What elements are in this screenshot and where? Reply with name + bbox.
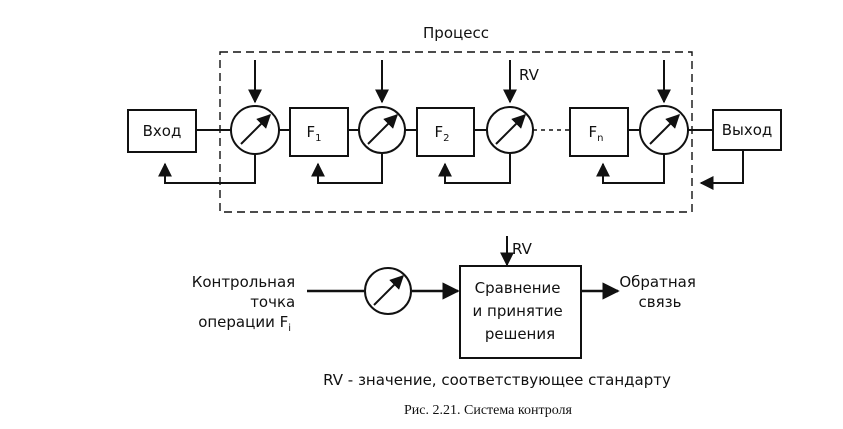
process-boundary (219, 51, 693, 213)
decision-block (459, 265, 582, 359)
operation-f1-label: F1 (306, 123, 321, 144)
sensor-input-arrows (248, 60, 671, 104)
process-label: Процесс (423, 24, 489, 42)
operation-fn-label: Fn (589, 123, 604, 144)
feedback-label: Обратная связь (619, 273, 700, 311)
input-block (127, 109, 197, 153)
gauge-icon (358, 106, 406, 154)
gauge-icon (486, 106, 534, 154)
feedback-loop-input (158, 154, 256, 184)
gauge-icon (639, 105, 689, 155)
input-block-label: Вход (143, 122, 182, 140)
operation-block-fn (569, 107, 629, 157)
operation-block-f2 (416, 107, 475, 157)
operation-block-f1 (289, 107, 349, 157)
gauge-icon (230, 105, 280, 155)
figure-caption: Рис. 2.21. Система контроля (404, 403, 573, 418)
checkpoint-label: Контрольная точка операции Fi (192, 273, 300, 334)
feedback-loop-f1 (311, 154, 383, 184)
output-block (712, 109, 782, 151)
gauge-icon (364, 267, 412, 315)
operation-f2-label: F2 (434, 123, 449, 144)
decision-rv-label: RV (512, 240, 533, 258)
rv-legend: RV - значение, соответствующее стандарту (323, 371, 671, 389)
feedback-loop-fn (596, 154, 665, 184)
decision-block-label: Сравнение и принятие решения (473, 279, 568, 343)
feedback-loop-output (699, 150, 744, 190)
feedback-loops (158, 150, 744, 190)
output-block-label: Выход (722, 121, 773, 139)
feedback-loop-f2 (438, 154, 511, 184)
process-rv-label: RV (519, 66, 540, 84)
